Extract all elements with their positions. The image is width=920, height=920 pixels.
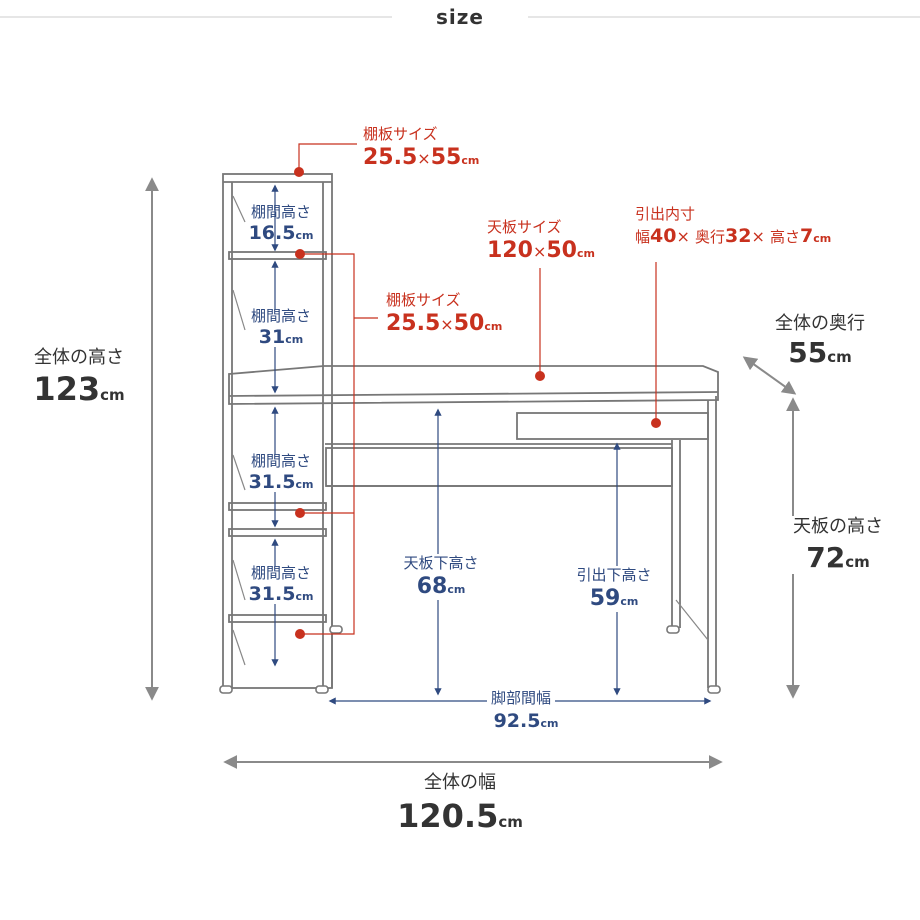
shelf-dot-3 bbox=[295, 629, 305, 639]
total-width-label: 全体の幅 120.5cm bbox=[397, 772, 523, 835]
shelf-gap-2-label: 棚間高さ 31cm bbox=[250, 307, 312, 348]
total-depth-arrow bbox=[742, 356, 797, 395]
shelf-unit bbox=[222, 173, 333, 689]
desk-top-dot bbox=[535, 371, 545, 381]
desk-top-size-label: 天板サイズ 120×50cm bbox=[487, 218, 595, 263]
top-shelf-dot bbox=[294, 167, 304, 177]
section-title: size bbox=[436, 5, 484, 29]
under-top-label: 天板下高さ 68cm bbox=[400, 554, 482, 600]
shelf-board-top-label: 棚板サイズ 25.5×55cm bbox=[363, 125, 480, 170]
top-shelf-leader bbox=[298, 143, 357, 172]
top-height-label: 天板の高さ 72cm bbox=[789, 516, 887, 574]
shelf-gap-4-label: 棚間高さ 31.5cm bbox=[248, 564, 314, 605]
shelf-gap-3-label: 棚間高さ 31.5cm bbox=[248, 452, 314, 493]
leg-width-title: 脚部間幅 bbox=[486, 690, 556, 706]
shelf-board-lower-label: 棚板サイズ 25.5×50cm bbox=[386, 291, 503, 336]
shelf-gap-1-label: 棚間高さ 16.5cm bbox=[248, 203, 314, 244]
total-height-label: 全体の高さ 123cm bbox=[33, 347, 125, 408]
leg-width-value: 92.5cm bbox=[493, 710, 559, 732]
total-depth-label: 全体の奥行 55cm bbox=[775, 313, 865, 369]
shelf-dot-1 bbox=[295, 249, 305, 259]
drawer-dot bbox=[651, 418, 661, 428]
under-drawer-label: 引出下高さ 59cm bbox=[573, 566, 655, 612]
lower-shelf-leader bbox=[300, 253, 355, 635]
drawer-inner-label: 引出内寸 幅40× 奥行32× 高さ7cm bbox=[635, 205, 832, 247]
shelf-dot-2 bbox=[295, 508, 305, 518]
